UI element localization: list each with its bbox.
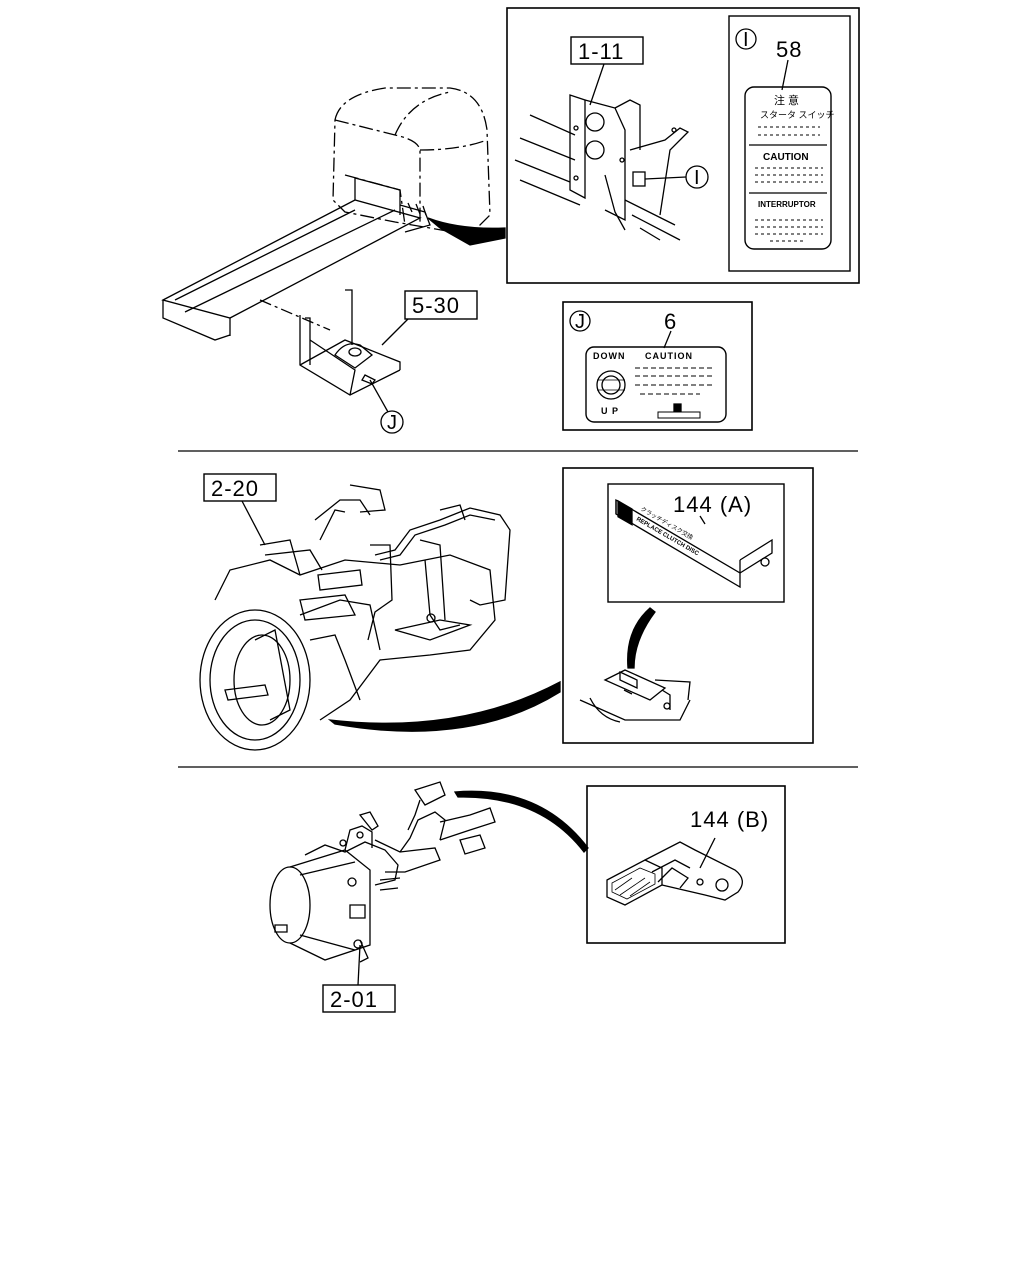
callout-2-20-box — [203, 473, 277, 502]
marker-i-circle — [685, 165, 709, 189]
section-transmission — [199, 473, 561, 751]
marker-i-text: I — [694, 167, 700, 189]
label-58-panel — [728, 15, 851, 272]
callout-5-30 — [381, 290, 478, 346]
bracket-1-11-drawing — [514, 94, 690, 241]
callout-5-30-text: 5-30 — [412, 293, 460, 318]
panel-i-marker-text: I — [743, 29, 749, 51]
transmission-drawing — [199, 484, 511, 751]
detail-j-panel — [562, 301, 753, 431]
pointer-to-144a-panel — [327, 680, 561, 732]
callout-1-11-box — [570, 36, 644, 65]
pointer-to-plate — [627, 607, 656, 669]
chassis-frame-drawing — [161, 177, 431, 341]
booster-drawing — [269, 781, 496, 963]
label-144a-plate — [615, 498, 773, 589]
pointer-to-144b-panel — [453, 790, 589, 853]
detail-144a-panel — [562, 467, 814, 744]
label-6-up: U P — [601, 406, 619, 416]
cab-outline-drawing — [332, 87, 491, 236]
label-58-interruptor: INTERRUPTOR — [758, 200, 816, 209]
bracket-144b-drawing — [606, 841, 743, 906]
label-6-decal — [585, 346, 727, 423]
label-6-dial — [596, 370, 626, 400]
detail-144b-panel — [586, 785, 786, 944]
pointer-to-detail-i — [427, 217, 506, 246]
label-58-caution: CAUTION — [763, 152, 809, 163]
label-144b-number: 144 (B) — [690, 807, 769, 832]
detail-i-panel — [506, 7, 860, 284]
label-58-decal — [744, 86, 832, 250]
bracket-5-30-drawing — [299, 289, 401, 396]
section-clutch-booster — [269, 781, 589, 1013]
plate-on-bracket-drawing — [579, 669, 691, 723]
label-6-number: 6 — [664, 309, 677, 334]
panel-j-marker-text: J — [575, 311, 586, 333]
label-58-jp-title: 注 意 — [774, 93, 799, 107]
callout-1-11-text: 1-11 — [578, 39, 624, 64]
label-144a-number: 144 (A) — [673, 492, 752, 517]
callout-2-01-box — [322, 984, 396, 1013]
marker-j-text: J — [387, 412, 398, 434]
marker-j-on-bracket — [369, 379, 404, 434]
callout-2-01-text: 2-01 — [330, 987, 378, 1012]
label-6-down: DOWN — [593, 351, 626, 361]
label-58-jp-sub: スタータ スイッチ — [760, 110, 835, 120]
section-cab-frame — [161, 87, 506, 434]
label-58-number: 58 — [776, 37, 802, 62]
callout-2-20-text: 2-20 — [211, 476, 259, 501]
label-144a-box — [607, 483, 785, 603]
leader-frame-to-bracket — [259, 299, 331, 331]
label-6-caution: CAUTION — [645, 351, 693, 361]
